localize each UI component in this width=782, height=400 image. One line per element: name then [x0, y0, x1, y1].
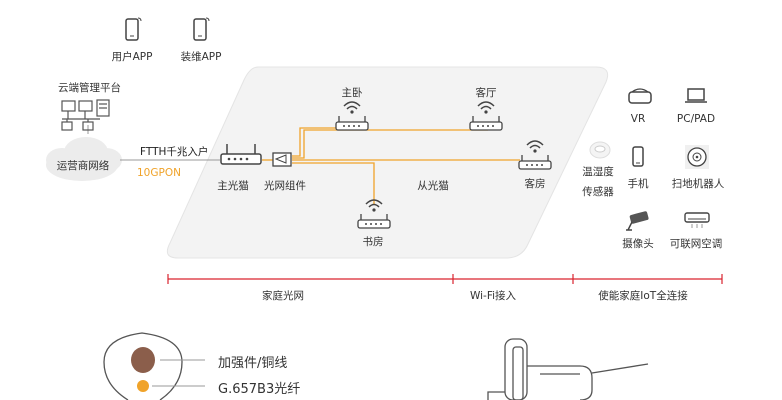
cable-cross-section-icon	[103, 332, 183, 400]
phone-label: 手机	[627, 178, 649, 190]
vr-label: VR	[630, 113, 646, 125]
server-network-icon	[61, 99, 110, 131]
aircon-label: 可联网空调	[669, 238, 723, 250]
sensor-label-line2: 传感器	[582, 186, 614, 198]
home-plate	[166, 66, 609, 259]
sensor-label-line1: 温湿度	[582, 166, 614, 178]
operator-network-label: 运营商网络	[56, 160, 110, 172]
section-iot: 使能家庭IoT全连接	[598, 290, 688, 302]
user-app-label: 用户APP	[111, 51, 153, 63]
fiber-type-label: G.657B3光纤	[218, 382, 301, 397]
strength-member-core	[131, 347, 155, 373]
air-conditioner-icon	[684, 211, 710, 233]
pc-pad-label: PC/PAD	[676, 113, 716, 125]
sensor-icon	[588, 140, 612, 164]
fiber-core	[137, 380, 149, 392]
main-modem-label: 主光猫	[217, 180, 249, 192]
router-icon	[517, 137, 553, 175]
section-wifi: Wi-Fi接入	[469, 290, 517, 302]
router-icon	[356, 196, 392, 234]
robot-vacuum-icon	[684, 144, 710, 174]
study-label: 书房	[362, 236, 384, 248]
camera-label: 摄像头	[622, 238, 654, 250]
robot-label: 扫地机器人	[671, 178, 725, 190]
ftth-label: FTTH千兆入户	[140, 146, 209, 158]
strength-member-label: 加强件/铜线	[218, 356, 288, 371]
living-room-label: 客厅	[475, 87, 497, 99]
mobile-phone-icon	[631, 146, 645, 172]
splitter-label: 光网组件	[264, 180, 306, 192]
laptop-icon	[684, 87, 708, 109]
router-icon	[468, 98, 504, 136]
pon-label: 10GPON	[137, 167, 181, 179]
section-ruler	[167, 274, 723, 284]
main-modem-icon	[218, 140, 264, 172]
guest-room-label: 客房	[524, 178, 546, 190]
splitter-icon	[272, 152, 294, 172]
install-app-label: 装维APP	[180, 51, 222, 63]
section-home-fiber: 家庭光网	[262, 290, 304, 302]
phone-icon	[192, 15, 212, 47]
sub-modem-label: 从光猫	[417, 180, 449, 192]
cloud-platform-label: 云端管理平台	[58, 82, 121, 94]
phone-icon	[124, 15, 144, 47]
router-icon	[334, 98, 370, 136]
fiber-connector-icon	[487, 338, 649, 400]
master-bedroom-label: 主卧	[341, 87, 363, 99]
vr-headset-icon	[626, 86, 654, 110]
cloud-shape	[46, 137, 122, 181]
camera-icon	[624, 208, 652, 236]
